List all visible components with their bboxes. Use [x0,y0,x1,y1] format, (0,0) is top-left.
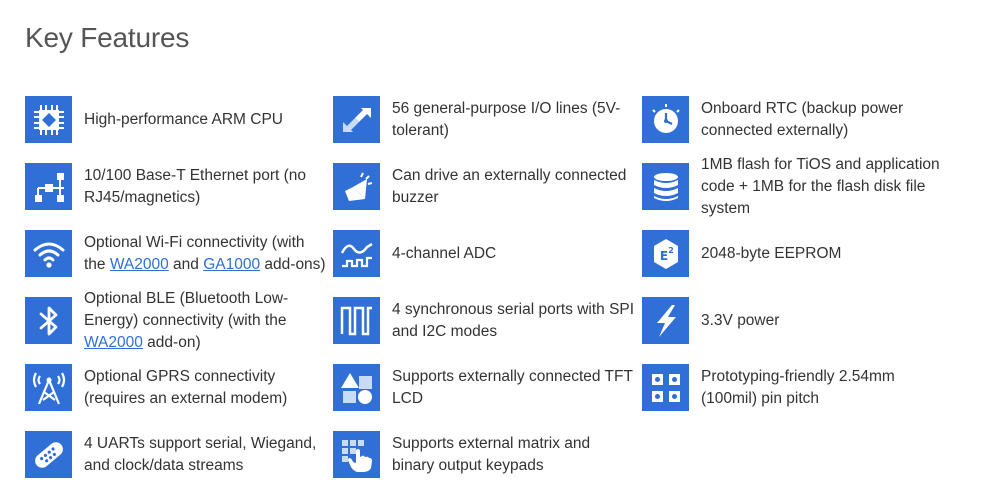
pin-header-icon [642,364,689,411]
svg-text:2: 2 [668,246,674,255]
feature-text-segment: Onboard RTC (backup power connected exte… [701,99,904,139]
feature-item: 56 general-purpose I/O lines (5V-toleran… [333,86,642,153]
feature-text-segment: and [168,255,204,273]
feature-text-segment: Can drive an externally connected buzzer [392,166,627,206]
feature-grid: High-performance ARM CPU 56 general-purpo… [25,86,942,488]
feature-text-segment: 10/100 Base-T Ethernet port (no RJ45/mag… [84,166,307,206]
adc-wave-icon [333,230,380,277]
feature-item: Onboard RTC (backup power connected exte… [642,86,942,153]
network-icon [25,163,72,210]
lcd-shapes-icon [333,364,380,411]
feature-item: Prototyping-friendly 2.54mm (100mil) pin… [642,354,942,421]
feature-text-segment: 4 synchronous serial ports with SPI and … [392,300,635,340]
link-wa2000[interactable]: WA2000 [109,255,169,273]
feature-item: 4-channel ADC [333,220,642,287]
feature-text: Supports external matrix and binary outp… [392,433,636,477]
feature-text: Prototyping-friendly 2.54mm (100mil) pin… [701,366,942,410]
wifi-icon [25,230,72,277]
database-icon [642,163,689,210]
feature-text-segment: add-ons) [260,255,326,273]
feature-text-segment: Supports external matrix and binary outp… [392,434,591,474]
svg-text:E: E [659,249,667,263]
feature-text-segment: 56 general-purpose I/O lines (5V-toleran… [392,99,621,139]
feature-item: High-performance ARM CPU [25,86,333,153]
clock-icon [642,96,689,143]
link-ga1000[interactable]: GA1000 [203,255,261,273]
feature-text-segment: Optional GPRS connectivity (requires an … [84,367,288,407]
feature-text: Can drive an externally connected buzzer [392,165,636,209]
lightning-icon [642,297,689,344]
feature-text: 56 general-purpose I/O lines (5V-toleran… [392,98,636,142]
feature-item: Can drive an externally connected buzzer [333,153,642,220]
feature-text-segment: 1MB flash for TiOS and application code … [701,155,940,217]
page-title: Key Features [25,22,190,53]
feature-text-segment: Optional Wi-Fi connectivity (with the [84,233,305,273]
feature-text-segment: Supports externally connected TFT LCD [392,367,633,407]
feature-text: 4 synchronous serial ports with SPI and … [392,299,636,343]
feature-text: 4-channel ADC [392,243,496,265]
feature-item: 10/100 Base-T Ethernet port (no RJ45/mag… [25,153,333,220]
feature-text: 1MB flash for TiOS and application code … [701,154,942,220]
feature-item: 4 synchronous serial ports with SPI and … [333,287,642,354]
feature-item: Supports externally connected TFT LCD [333,354,642,421]
feature-text-segment: 3.3V power [701,311,780,329]
feature-text: 2048-byte EEPROM [701,243,841,265]
io-arrows-icon [333,96,380,143]
feature-item: 3.3V power [642,287,942,354]
feature-item: Optional BLE (Bluetooth Low-Energy) conn… [25,287,333,354]
serial-connector-icon [25,431,72,478]
feature-text: 4 UARTs support serial, Wiegand, and clo… [84,433,328,477]
feature-text-segment: add-on) [142,333,201,351]
feature-text: Onboard RTC (backup power connected exte… [701,98,942,142]
feature-text-segment: 4 UARTs support serial, Wiegand, and clo… [84,434,317,474]
cpu-icon [25,96,72,143]
feature-text-segment: 2048-byte EEPROM [701,244,842,262]
feature-text-segment: High-performance ARM CPU [84,110,283,128]
feature-item: Optional GPRS connectivity (requires an … [25,354,333,421]
feature-text: Optional BLE (Bluetooth Low-Energy) conn… [84,288,328,354]
feature-item: 1MB flash for TiOS and application code … [642,153,942,220]
antenna-tower-icon [25,364,72,411]
feature-item: 4 UARTs support serial, Wiegand, and clo… [25,421,333,488]
feature-item: Supports external matrix and binary outp… [333,421,642,488]
link-wa2000[interactable]: WA2000 [84,333,143,351]
feature-text: High-performance ARM CPU [84,109,283,131]
feature-text: 10/100 Base-T Ethernet port (no RJ45/mag… [84,165,328,209]
keypad-hand-icon [333,431,380,478]
feature-text-segment: 4-channel ADC [392,244,497,262]
feature-text-segment: Prototyping-friendly 2.54mm (100mil) pin… [701,367,895,407]
serial-pulse-icon [333,297,380,344]
feature-text-segment: Optional BLE (Bluetooth Low-Energy) conn… [84,289,289,329]
feature-text: Supports externally connected TFT LCD [392,366,636,410]
feature-text: Optional GPRS connectivity (requires an … [84,366,328,410]
feature-item: Optional Wi-Fi connectivity (with the WA… [25,220,333,287]
feature-text: 3.3V power [701,310,779,332]
buzzer-icon [333,163,380,210]
feature-text: Optional Wi-Fi connectivity (with the WA… [84,232,328,276]
bluetooth-icon [25,297,72,344]
